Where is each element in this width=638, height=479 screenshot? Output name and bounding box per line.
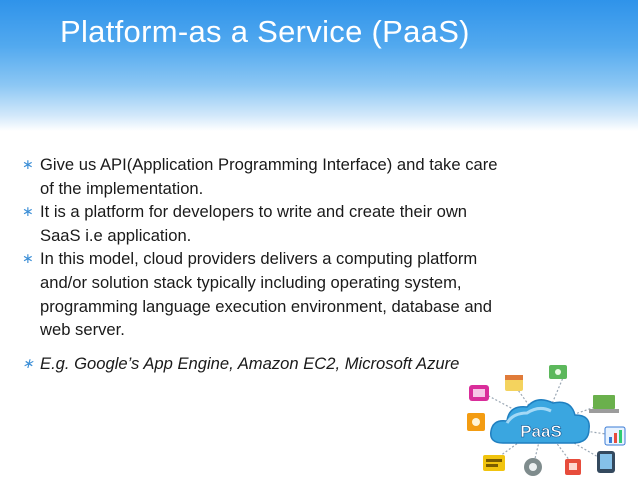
bullet-marker-icon: ∗ — [22, 203, 34, 220]
bullet-item: ∗ It is a platform for developers to wri… — [22, 200, 502, 247]
bullet-item: ∗ In this model, cloud providers deliver… — [22, 247, 502, 341]
bullet-marker-icon: ∗ — [22, 250, 34, 267]
network-icon — [549, 365, 567, 379]
calendar-icon — [505, 375, 523, 391]
photo-icon — [467, 413, 485, 431]
laptop-icon — [589, 395, 619, 413]
paas-cloud-illustration: PaaS — [467, 365, 626, 476]
cloud-icon — [490, 399, 590, 444]
bullet-item-example: ∗ E.g. Google’s App Engine, Amazon EC2, … — [22, 352, 502, 376]
title-band — [0, 0, 638, 131]
bullet-marker-icon: ∗ — [22, 156, 34, 172]
bullet-marker-icon: ∗ — [22, 354, 34, 371]
gear-icon — [524, 458, 542, 476]
bullet-text: E.g. Google’s App Engine, Amazon EC2, Mi… — [40, 353, 460, 373]
bullet-list: ∗ Give us API(Application Programming In… — [22, 153, 502, 375]
bullet-text: It is a platform for developers to write… — [40, 202, 468, 245]
bullet-text: Give us API(Application Programming Inte… — [40, 155, 498, 198]
slide-title: Platform-as a Service (PaaS) — [60, 14, 470, 49]
money-icon — [469, 385, 489, 401]
chat-icon — [483, 455, 505, 471]
chart-icon — [604, 426, 626, 446]
cloud-label: PaaS — [520, 422, 562, 441]
bullet-item: ∗ Give us API(Application Programming In… — [22, 153, 502, 200]
tablet-icon — [597, 451, 615, 473]
bullet-text: In this model, cloud providers delivers … — [40, 249, 493, 340]
lock-icon — [565, 459, 581, 475]
